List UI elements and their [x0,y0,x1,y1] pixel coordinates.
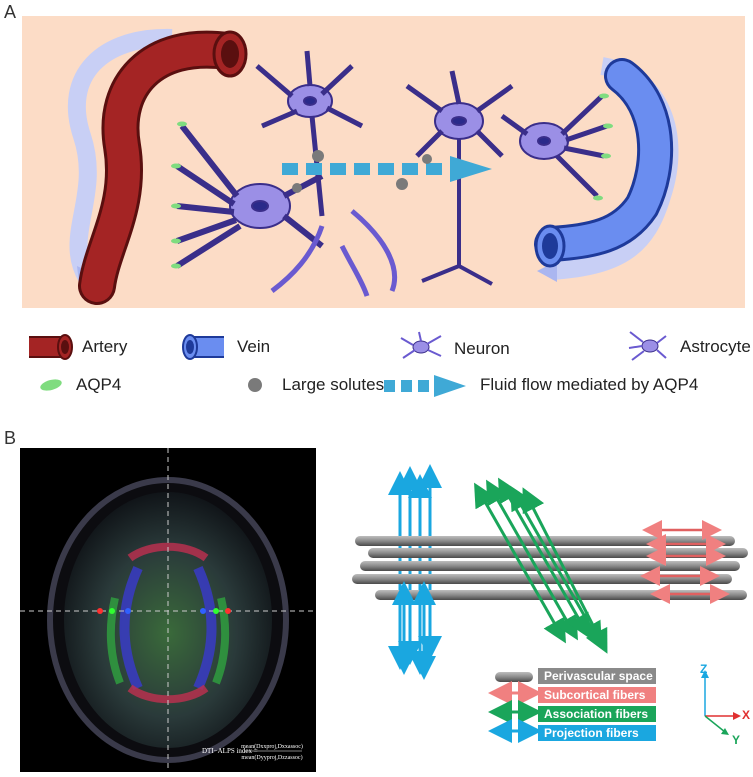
fluid-flow-arrow [282,156,492,182]
subcortical-fibers [640,520,730,604]
association-tracts [106,597,230,685]
roi-right-subcortical [225,608,231,614]
left-projection-tract [119,565,143,691]
axes-gizmo [701,670,741,735]
neuron-processes [270,209,398,297]
legend-neuron: Neuron [454,339,510,358]
projection-fibers-front [392,581,436,680]
vein-body [537,61,671,259]
glymphatic-diagram [68,28,679,305]
key-projection-label: Projection fibers [538,725,656,741]
neuron-top [255,50,364,217]
roi-left-subcortical [97,608,103,614]
axis-y-label: Y [732,733,741,747]
axis-x-label: X [742,708,751,722]
right-projection-tract [193,565,217,691]
formula-lhs: DTI−ALPS index = [202,747,258,755]
formula-denominator: mean(Dyyproj,Dzzassoc) [241,754,302,761]
legend-large-solutes: Large solutes [282,375,385,394]
dti-color-map: DTI−ALPS index = mean(Dxxproj,Dxxassoc) … [20,448,316,772]
association-fibers [474,477,608,654]
fiber-schematic [352,464,748,743]
glymphatic-illustration [22,16,745,308]
roi-left-projection [125,608,131,614]
legend-fluid-flow: Fluid flow mediated by AQP4 [480,375,699,394]
aqp4-icon [40,379,62,391]
astrocyte-right [500,94,608,198]
vein-lumen [542,233,558,259]
key-perivascular-label: Perivascular space [538,668,656,684]
artery-body [81,33,243,302]
neuron-icon [400,331,442,359]
roi-left-association [109,608,115,614]
fluid-flow-icon [384,375,466,397]
alps-schematic [330,448,753,772]
large-solute-icon [248,378,262,392]
legend-aqp4: AQP4 [76,375,122,394]
aqp4-endfeet [171,93,613,269]
axis-z-label: Z [700,662,708,676]
key-subcortical-label: Subcortical fibers [538,687,656,703]
key-perivascular-icon [495,672,533,682]
panel-a-label: A [4,2,17,22]
large-solutes [292,150,432,193]
roi-right-projection [200,608,206,614]
legend-artery: Artery [82,337,128,356]
formula-numerator: mean(Dxxproj,Dxxassoc) [241,743,303,750]
panel-b-label: B [4,428,17,448]
key-association-label: Association fibers [538,706,656,722]
corpus-callosum [127,542,209,704]
vein-icon [182,334,224,360]
artery-icon [29,334,73,360]
astrocyte-left [175,124,324,269]
roi-right-association [213,608,219,614]
astrocyte-icon [628,331,667,361]
legend-astrocyte: Astrocyte [680,337,751,356]
artery-lumen [221,40,239,68]
artery-flow-band [68,28,173,283]
dti-brain-image: DTI−ALPS index = mean(Dxxproj,Dxxassoc) … [20,448,316,772]
legend-vein: Vein [237,337,271,356]
